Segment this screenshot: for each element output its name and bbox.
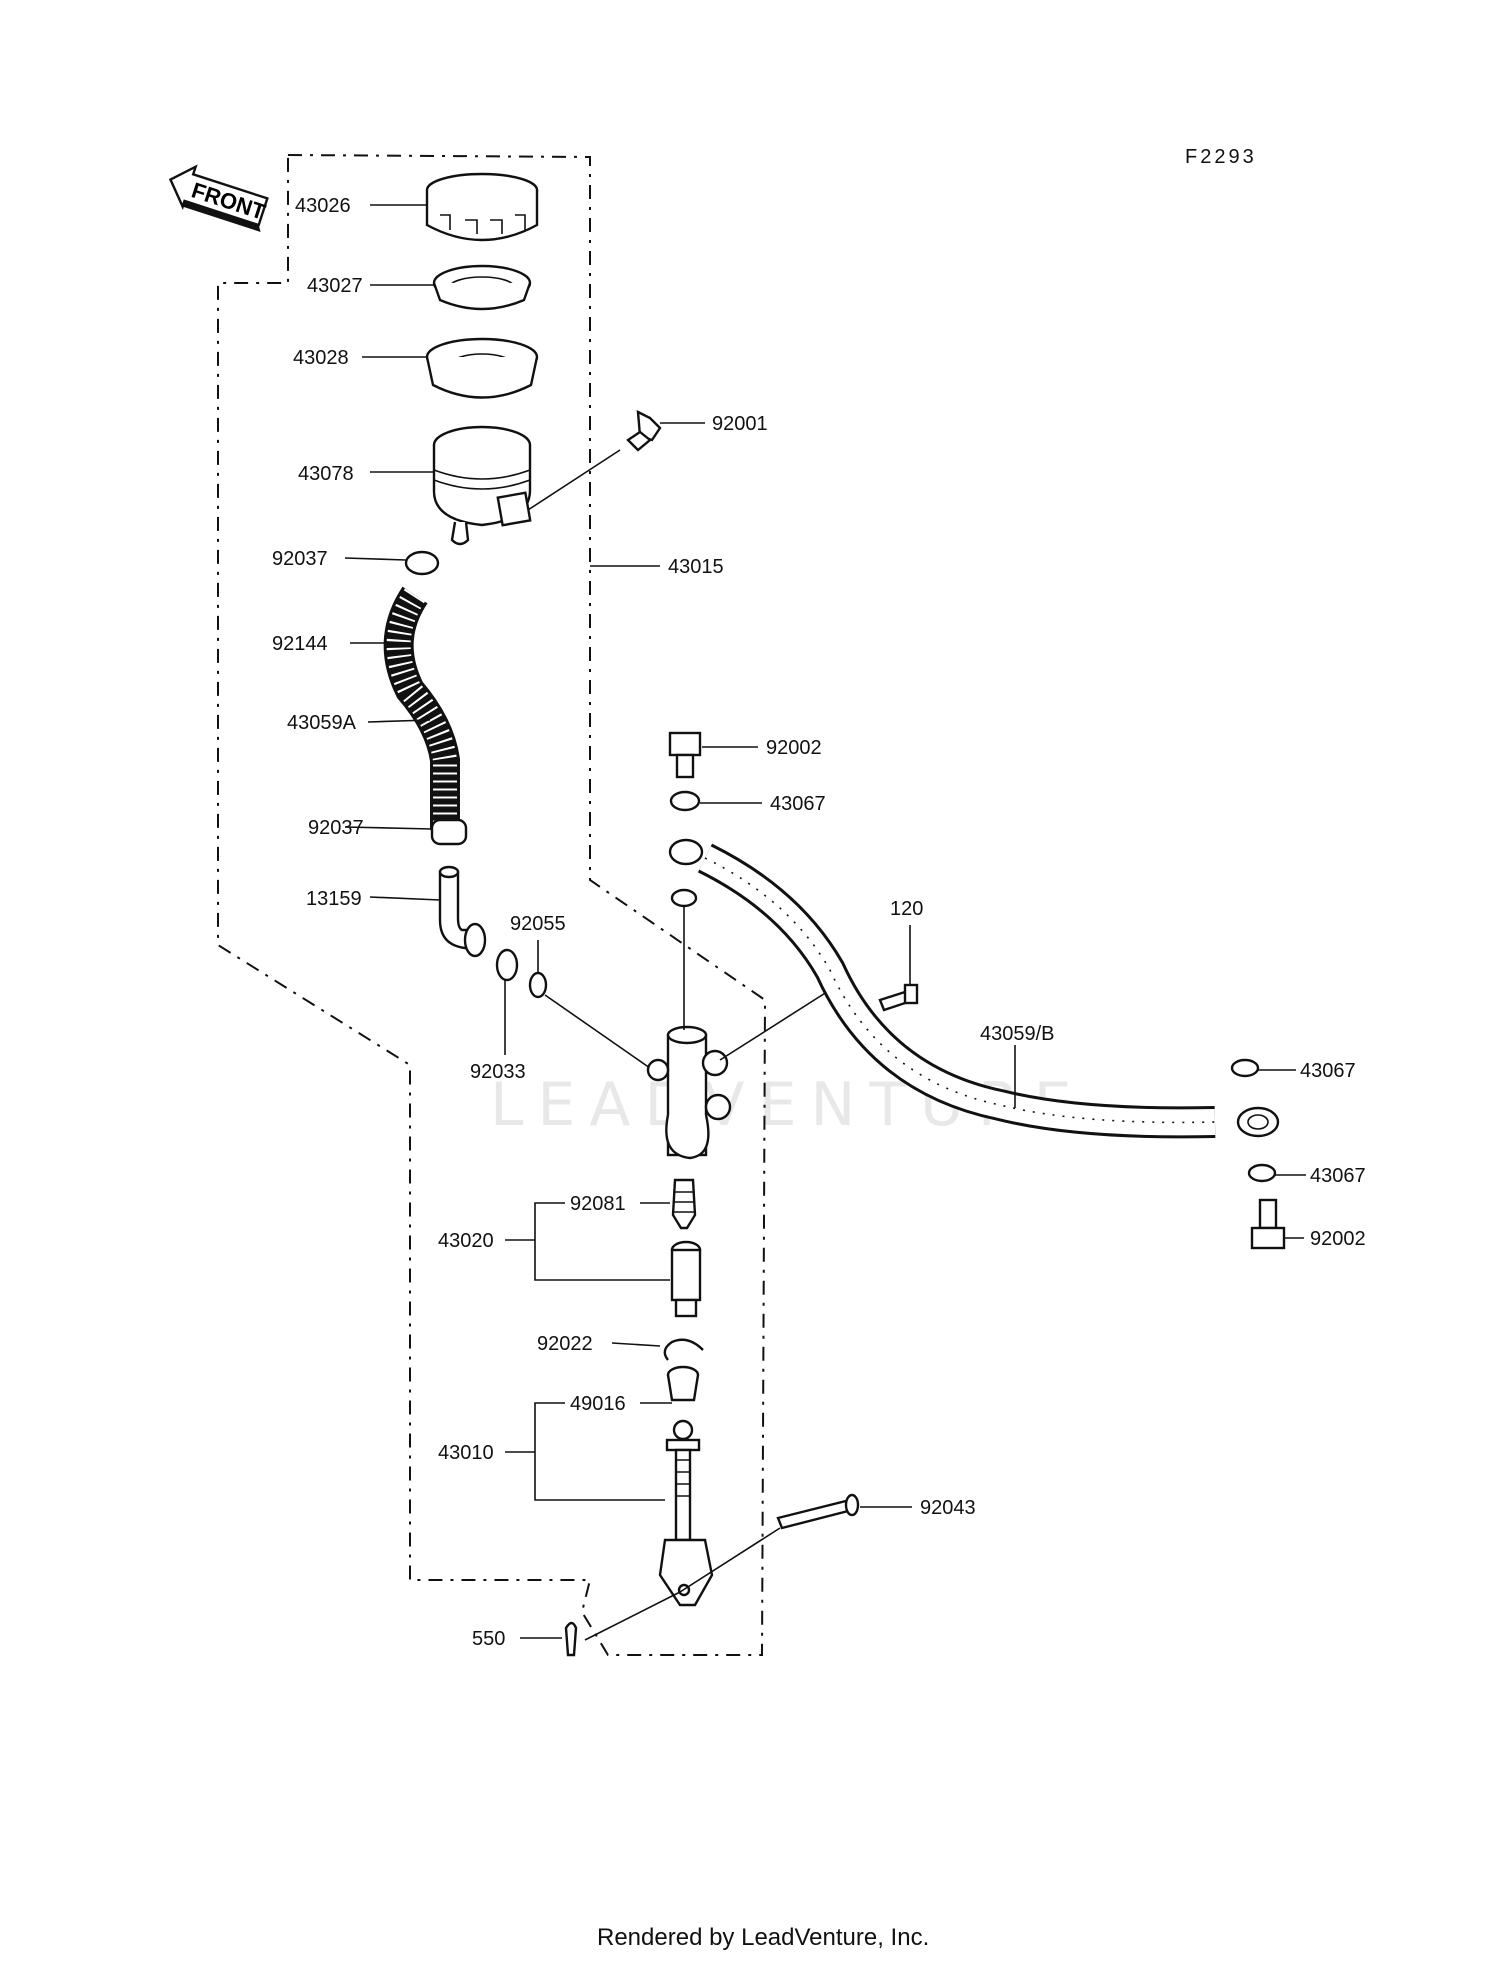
reservoir-diaphragm xyxy=(425,337,539,399)
assembly-boundary xyxy=(217,153,767,1656)
callout-43015: 43015 xyxy=(668,556,724,578)
banjo-bolt-lower xyxy=(1250,1198,1286,1250)
callout-49016: 49016 xyxy=(570,1393,626,1415)
reservoir-hose xyxy=(383,586,460,830)
piston xyxy=(670,1240,702,1318)
callout-43067-upper: 43067 xyxy=(770,793,826,815)
master-cylinder-body xyxy=(646,1025,732,1160)
callout-92043: 92043 xyxy=(920,1497,976,1519)
callout-92002-lower: 92002 xyxy=(1310,1228,1366,1250)
screw-92001 xyxy=(626,409,662,452)
callout-43028: 43028 xyxy=(293,347,349,369)
callout-43059B: 43059/B xyxy=(980,1023,1055,1045)
callout-43020: 43020 xyxy=(438,1230,494,1252)
callout-43027: 43027 xyxy=(307,275,363,297)
callout-92033: 92033 xyxy=(470,1061,526,1083)
diagram-code: F2293 xyxy=(1185,146,1257,168)
washer-right-lower xyxy=(1247,1163,1277,1183)
washer-right-mid xyxy=(1230,1058,1260,1078)
dust-boot xyxy=(666,1365,700,1402)
clamp-upper xyxy=(404,550,440,576)
callout-92037-upper: 92037 xyxy=(272,548,328,570)
callout-43010: 43010 xyxy=(438,1442,494,1464)
callout-92001: 92001 xyxy=(712,413,768,435)
callout-43067-right-mid: 43067 xyxy=(1300,1060,1356,1082)
hose-elbow xyxy=(438,865,487,958)
snap-ring-92033 xyxy=(495,948,519,982)
clamp-lower xyxy=(430,818,468,846)
front-arrow-icon: FRONT xyxy=(168,164,269,232)
o-ring-92055 xyxy=(528,971,548,999)
footer-credit: Rendered by LeadVenture, Inc. xyxy=(597,1924,929,1951)
washer-upper xyxy=(669,790,701,812)
brake-hose xyxy=(668,838,1280,1139)
callout-92002-upper: 92002 xyxy=(766,737,822,759)
cotter-pin xyxy=(564,1621,578,1657)
callout-92081: 92081 xyxy=(570,1193,626,1215)
callout-92055: 92055 xyxy=(510,913,566,935)
circlip-92022 xyxy=(663,1338,704,1361)
callout-43067-right-lower: 43067 xyxy=(1310,1165,1366,1187)
clevis-pin xyxy=(776,1493,860,1530)
banjo-bolt-upper xyxy=(668,731,702,779)
callout-13159: 13159 xyxy=(306,888,362,910)
callout-43026: 43026 xyxy=(295,195,351,217)
callout-92022: 92022 xyxy=(537,1333,593,1355)
spring-92081 xyxy=(671,1178,697,1230)
callout-92144: 92144 xyxy=(272,633,328,655)
callout-43078: 43078 xyxy=(298,463,354,485)
callout-92037-lower: 92037 xyxy=(308,817,364,839)
reservoir-cap xyxy=(425,172,539,242)
push-rod xyxy=(658,1419,714,1607)
callout-550: 550 xyxy=(472,1628,505,1650)
callout-43059A: 43059A xyxy=(287,712,357,734)
screw-120 xyxy=(878,983,919,1012)
callout-120: 120 xyxy=(890,898,923,920)
reservoir-plate xyxy=(432,264,532,311)
reservoir-tank xyxy=(432,425,532,546)
